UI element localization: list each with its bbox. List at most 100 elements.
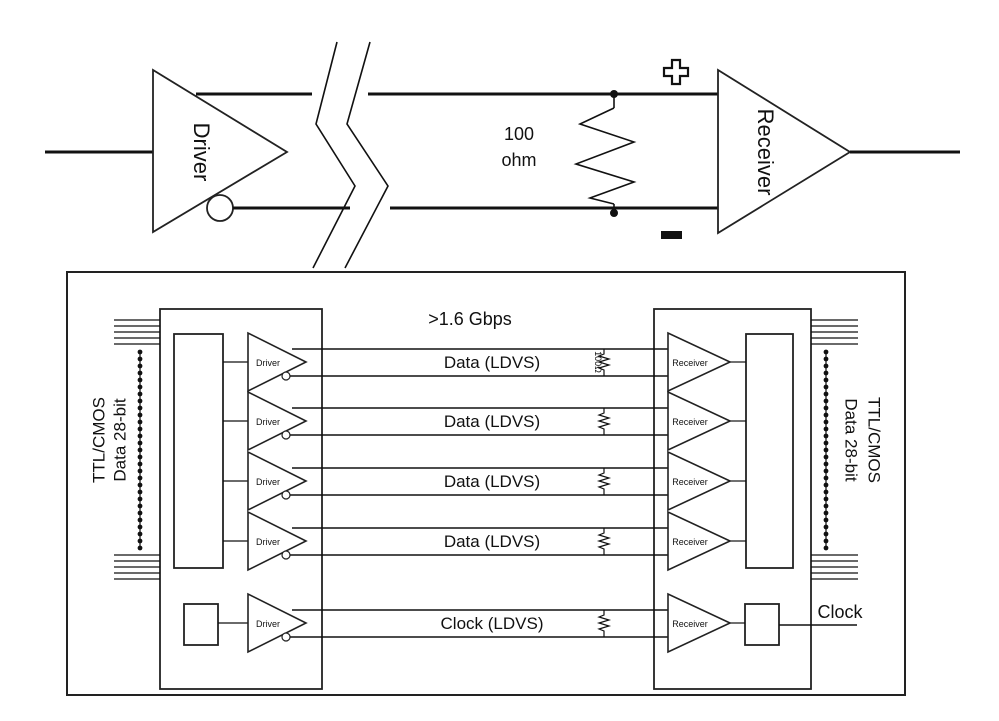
inverter-bubble — [281, 371, 291, 381]
bus-dot — [823, 370, 829, 376]
node-dot-bottom — [610, 209, 618, 217]
tx-clock-block — [183, 603, 219, 646]
break-mark-left — [312, 41, 356, 269]
driver-label: Driver — [256, 619, 280, 629]
bottom-diagram: >1.6 Gbps Clock TTL/CMOS Data 28-bit TTL… — [66, 271, 906, 696]
bus-dot — [823, 433, 829, 439]
bus-dot — [137, 356, 143, 362]
bus-dot — [823, 447, 829, 453]
lvds-channel: Driver Data (LDVS) Receiver — [223, 510, 746, 572]
receiver-label: Receiver — [672, 619, 708, 629]
break-mark-right — [344, 41, 389, 269]
bus-dot — [137, 545, 143, 551]
bus-dot — [137, 538, 143, 544]
receiver-label: Receiver — [672, 477, 708, 487]
minus-sign-icon — [661, 231, 682, 239]
receiver-triangle — [717, 68, 852, 235]
bus-dot — [137, 454, 143, 460]
termination-resistor — [596, 610, 612, 637]
bus-dot — [823, 356, 829, 362]
bus-dot — [137, 384, 143, 390]
receiver-label: Receiver — [753, 109, 778, 196]
termination-resistor — [596, 528, 612, 555]
left-bus-label-2: Data 28-bit — [110, 398, 129, 481]
bus-dot — [823, 475, 829, 481]
driver-label: Driver — [256, 417, 280, 427]
bus-dot — [137, 510, 143, 516]
driver-triangle — [247, 390, 308, 452]
bus-dot — [137, 489, 143, 495]
bus-dot — [823, 391, 829, 397]
bus-dot — [823, 384, 829, 390]
lvds-channel: Driver Clock (LDVS) Receiver — [218, 592, 745, 654]
channel-label: Data (LDVS) — [444, 472, 540, 491]
channel-label: Data (LDVS) — [444, 412, 540, 431]
bus-dot — [137, 531, 143, 537]
bus-dot — [137, 419, 143, 425]
bus-dot — [823, 468, 829, 474]
right-bus-label-1: TTL/CMOS — [865, 397, 884, 483]
serializer-block — [173, 333, 224, 569]
bus-dot — [137, 433, 143, 439]
receiver-triangle — [667, 331, 732, 393]
plus-sign-icon — [662, 58, 690, 86]
receiver-label: Receiver — [672, 358, 708, 368]
bus-dot — [137, 440, 143, 446]
receiver-triangle — [667, 450, 732, 512]
bus-dot — [823, 489, 829, 495]
bus-dot — [823, 454, 829, 460]
channel-label: Data (LDVS) — [444, 532, 540, 551]
driver-triangle — [247, 331, 308, 393]
right-bus-label-2: Data 28-bit — [842, 398, 861, 481]
inverter-bubble — [281, 632, 291, 642]
bus-dot — [823, 538, 829, 544]
lvds-channel: Driver Data (LDVS) Receiver — [223, 450, 746, 512]
bus-dot — [137, 426, 143, 432]
receiver-triangle — [667, 592, 732, 654]
bus-dot — [137, 447, 143, 453]
channel-label: Clock (LDVS) — [441, 614, 544, 633]
bus-dot — [823, 461, 829, 467]
deserializer-block — [745, 333, 794, 569]
bus-dot — [823, 517, 829, 523]
node-dot-top — [610, 90, 618, 98]
driver-triangle — [247, 450, 308, 512]
inverter-bubble — [206, 194, 234, 222]
bus-dot — [823, 482, 829, 488]
inverter-bubble — [281, 430, 291, 440]
inverter-bubble — [281, 550, 291, 560]
resistor-value: 100 — [504, 124, 534, 144]
driver-label: Driver — [256, 358, 280, 368]
resistor-unit: ohm — [501, 150, 536, 170]
outer-frame — [66, 271, 906, 696]
bus-dot — [823, 440, 829, 446]
left-bus-label-1: TTL/CMOS — [89, 397, 108, 483]
bus-dot — [137, 412, 143, 418]
driver-label: Driver — [256, 477, 280, 487]
resistor-tag: 100Ω — [593, 351, 603, 373]
bus-dot — [823, 412, 829, 418]
termination-resistor — [596, 408, 612, 435]
receiver-label: Receiver — [672, 537, 708, 547]
receiver-triangle — [667, 510, 732, 572]
bus-dot — [823, 377, 829, 383]
bus-dot — [137, 370, 143, 376]
bus-dot — [137, 377, 143, 383]
bus-dot — [823, 503, 829, 509]
bus-dot — [137, 524, 143, 530]
bus-dot — [137, 482, 143, 488]
bus-dot — [137, 405, 143, 411]
bus-dot — [137, 468, 143, 474]
bus-dot — [823, 419, 829, 425]
bus-dot — [823, 531, 829, 537]
driver-label: Driver — [256, 537, 280, 547]
bus-dot — [823, 398, 829, 404]
bus-dot — [823, 496, 829, 502]
termination-resistor — [596, 468, 612, 495]
rx-clock-block — [744, 603, 780, 646]
termination-resistor — [596, 349, 612, 376]
